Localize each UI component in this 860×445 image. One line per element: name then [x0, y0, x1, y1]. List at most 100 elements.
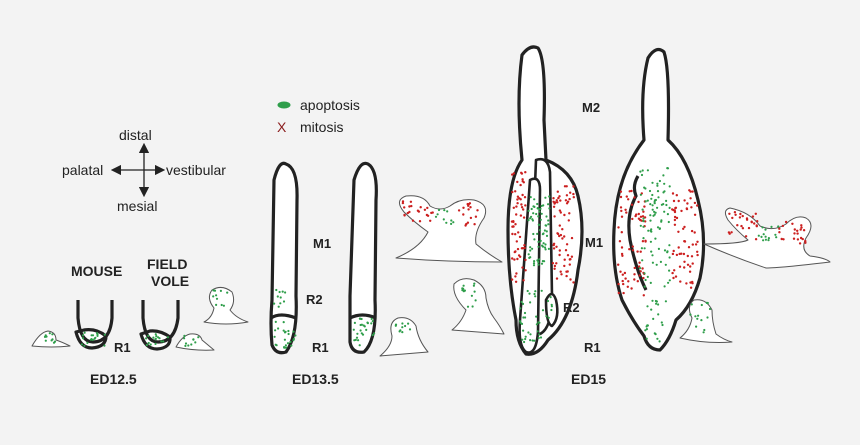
apoptosis-dot — [529, 256, 532, 259]
mitosis-dot — [685, 207, 688, 210]
mitosis-dot — [401, 200, 405, 203]
mitosis-dot — [696, 250, 699, 253]
apoptosis-dot — [407, 322, 410, 325]
mitosis-dot — [558, 253, 561, 257]
ed15-group: M2 M1 R2 R1 ED15 — [506, 45, 831, 387]
mitosis-dot — [679, 280, 682, 283]
apoptosis-dot — [155, 335, 158, 338]
apoptosis-dot — [655, 302, 658, 305]
mitosis-dot — [630, 203, 634, 206]
mitosis-dot — [569, 191, 572, 194]
mitosis-dot — [674, 275, 678, 278]
ed15-m2-label: M2 — [582, 100, 600, 115]
mitosis-dot — [617, 263, 620, 266]
mitosis-dot — [802, 229, 806, 232]
species-mouse-label: MOUSE — [71, 263, 122, 279]
apoptosis-dot — [43, 335, 47, 338]
mitosis-dot — [511, 232, 514, 236]
apoptosis-dot — [283, 338, 286, 341]
mitosis-dot — [557, 196, 560, 200]
apoptosis-dot — [445, 221, 448, 224]
apoptosis-dot — [767, 239, 770, 242]
apoptosis-dot — [654, 237, 657, 240]
apoptosis-dot — [697, 314, 700, 317]
mitosis-dot — [673, 223, 677, 226]
compass-distal-label: distal — [119, 127, 152, 143]
ed15-section-top — [703, 207, 831, 269]
mitosis-dot — [563, 264, 566, 268]
apoptosis-dot — [533, 198, 536, 201]
mitosis-dot — [559, 199, 562, 202]
mitosis-dot — [627, 198, 630, 201]
mitosis-dot — [638, 261, 641, 264]
apoptosis-dot — [357, 339, 360, 342]
apoptosis-dot — [549, 296, 552, 299]
apoptosis-dot — [527, 331, 530, 334]
mitosis-dot — [696, 204, 699, 207]
mitosis-dot — [561, 228, 564, 231]
apoptosis-dot — [354, 338, 357, 341]
mitosis-dot — [559, 270, 562, 273]
ed12-5-stage-label: ED12.5 — [90, 371, 137, 387]
apoptosis-dot — [292, 339, 295, 342]
mitosis-dot — [466, 221, 470, 224]
mitosis-dot — [515, 205, 518, 208]
apoptosis-dot — [533, 292, 536, 296]
apoptosis-dot — [535, 323, 539, 326]
apoptosis-dot — [212, 295, 215, 298]
ed13-5-m1-label: M1 — [313, 236, 331, 251]
mitosis-dot — [691, 243, 694, 246]
mitosis-dot — [636, 250, 639, 253]
mitosis-dot — [469, 216, 473, 220]
apoptosis-dot — [365, 328, 368, 331]
apoptosis-dot — [356, 332, 359, 335]
apoptosis-dot — [532, 264, 536, 267]
apoptosis-dot — [550, 308, 553, 312]
mitosis-dot — [798, 242, 802, 245]
mitosis-dot — [565, 270, 568, 273]
vole-bud-outline — [141, 300, 180, 344]
apoptosis-dot — [639, 193, 643, 196]
mitosis-dot — [551, 262, 555, 265]
apoptosis-dot — [51, 333, 54, 336]
mitosis-dot — [683, 240, 687, 243]
apoptosis-dot — [436, 213, 439, 216]
mitosis-dot — [516, 198, 519, 201]
apoptosis-dot — [658, 340, 661, 343]
mitosis-dot — [682, 252, 686, 256]
apoptosis-dot — [538, 210, 541, 213]
apoptosis-dot — [531, 339, 534, 342]
mitosis-dot — [623, 271, 627, 275]
apoptosis-dot — [642, 225, 645, 228]
ed13-5-left-tooth — [269, 161, 299, 355]
apoptosis-dot — [656, 206, 659, 209]
mitosis-dot — [641, 215, 645, 218]
apoptosis-dot — [653, 200, 656, 203]
apoptosis-dot — [646, 199, 649, 202]
mitosis-dot — [683, 266, 686, 269]
apoptosis-dot — [219, 289, 222, 292]
mitosis-dot — [522, 279, 525, 282]
mitosis-dot — [619, 195, 623, 199]
apoptosis-dot — [90, 334, 93, 337]
apoptosis-dot — [663, 182, 666, 185]
ed15-r2-label: R2 — [563, 300, 580, 315]
apoptosis-dot — [667, 281, 670, 284]
apoptosis-dot — [93, 337, 96, 340]
mouse-bud-apoptosis-dots — [80, 331, 106, 347]
apoptosis-dot — [103, 333, 106, 336]
apoptosis-dot — [539, 336, 543, 339]
apoptosis-dot — [284, 291, 287, 294]
apoptosis-dot — [548, 207, 551, 210]
apoptosis-dot — [276, 295, 279, 298]
apoptosis-dot — [547, 223, 550, 226]
ed12-5-r1-label: R1 — [114, 340, 131, 355]
apoptosis-dot — [532, 262, 536, 265]
apoptosis-dot — [363, 325, 366, 328]
apoptosis-dot — [649, 203, 652, 206]
apoptosis-dot — [394, 324, 397, 327]
mitosis-dot — [642, 210, 645, 213]
apoptosis-dot — [537, 215, 540, 218]
mitosis-dot — [563, 258, 566, 261]
apoptosis-dot — [529, 301, 532, 304]
